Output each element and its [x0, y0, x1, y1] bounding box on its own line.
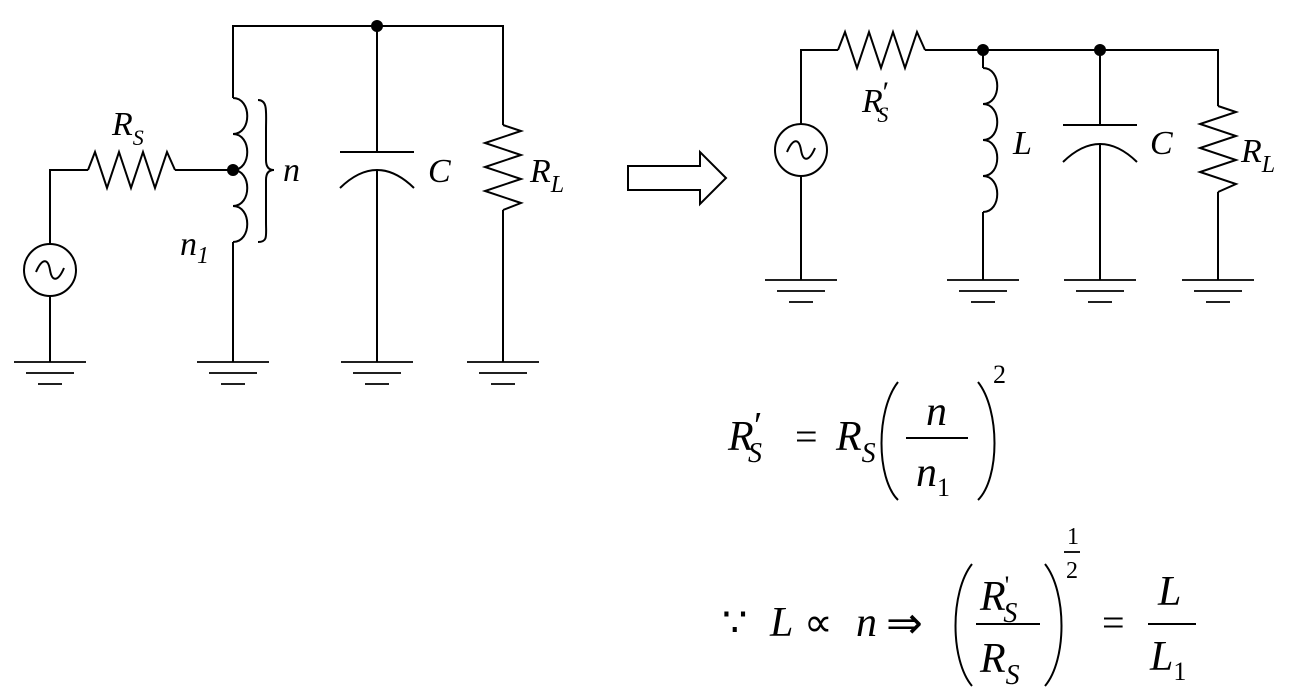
- eq2-propto: ∝: [804, 600, 833, 645]
- eq2-because: ∵: [722, 600, 747, 645]
- left-load-label: RL: [529, 153, 564, 198]
- eq2-n: n: [856, 600, 877, 646]
- eq2-right-paren: [1044, 563, 1063, 687]
- right-inductor-ground: [946, 279, 1020, 303]
- left-tap-junction: [227, 164, 239, 176]
- right-source-top-wire: [800, 49, 838, 124]
- left-rs-label: RS: [111, 106, 144, 150]
- eq2-L: L: [769, 600, 793, 646]
- transformation-arrow: [627, 149, 728, 207]
- left-source-top-wire: [49, 169, 88, 244]
- eq1-frac-num: n: [926, 389, 947, 435]
- eq1-lhs: R′S: [727, 405, 762, 469]
- left-top-rail: [232, 25, 504, 125]
- right-top-rail: [925, 49, 1219, 106]
- left-source-ground: [13, 361, 87, 385]
- right-load-label: RL: [1240, 133, 1275, 178]
- right-rs-prime-label: R′S: [861, 76, 888, 127]
- eq2-exp-num: 1: [1067, 524, 1079, 550]
- right-load-ground: [1181, 279, 1255, 303]
- left-capacitor-ground: [340, 361, 414, 385]
- right-load-resistor: [1196, 105, 1240, 193]
- eq2-equals: =: [1102, 600, 1125, 645]
- turns-brace: [257, 99, 275, 243]
- right-capacitor: [1062, 50, 1138, 280]
- right-rs-prime-resistor: [837, 28, 926, 72]
- equation-inductance-ratio: ∵ L ∝ n ⇒ R'S RS 1 2 = L L1: [722, 524, 1196, 691]
- eq1-right-paren: [977, 381, 996, 501]
- eq2-den: RS: [979, 636, 1020, 691]
- eq1-rhs-rs: RS: [835, 414, 876, 469]
- left-circuit: RS n n1 C RL: [13, 20, 564, 385]
- right-capacitor-ground: [1063, 279, 1137, 303]
- left-capacitor: [339, 26, 415, 362]
- left-inductor-ground: [196, 361, 270, 385]
- eq1-left-paren: [880, 381, 899, 501]
- right-capacitor-label: C: [1150, 125, 1173, 162]
- left-ac-source: [23, 243, 77, 297]
- eq2-left-paren: [954, 563, 973, 687]
- left-tap-turns-label: n1: [180, 226, 209, 269]
- eq2-rhs-num: L: [1157, 569, 1181, 615]
- right-source-ground: [764, 279, 838, 303]
- eq2-implies: ⇒: [886, 599, 923, 648]
- eq2-rhs-den: L1: [1149, 634, 1186, 686]
- left-total-turns-label: n: [283, 152, 300, 189]
- right-ac-source: [774, 123, 828, 177]
- eq2-exp-den: 2: [1066, 558, 1078, 584]
- right-circuit: R′S L C RL: [764, 28, 1275, 303]
- eq1-frac-den: n1: [916, 450, 950, 502]
- eq2-num: R'S: [979, 571, 1017, 629]
- left-capacitor-label: C: [428, 153, 451, 190]
- equation-rs-prime: R′S = RS n n1 2: [727, 360, 1006, 502]
- left-rs-resistor: [87, 148, 176, 192]
- left-load-resistor: [481, 124, 525, 211]
- right-inductor: [982, 67, 999, 213]
- right-inductor-label: L: [1012, 125, 1032, 162]
- eq1-exponent: 2: [993, 360, 1006, 389]
- left-load-ground: [466, 361, 540, 385]
- eq1-equals: =: [795, 414, 818, 459]
